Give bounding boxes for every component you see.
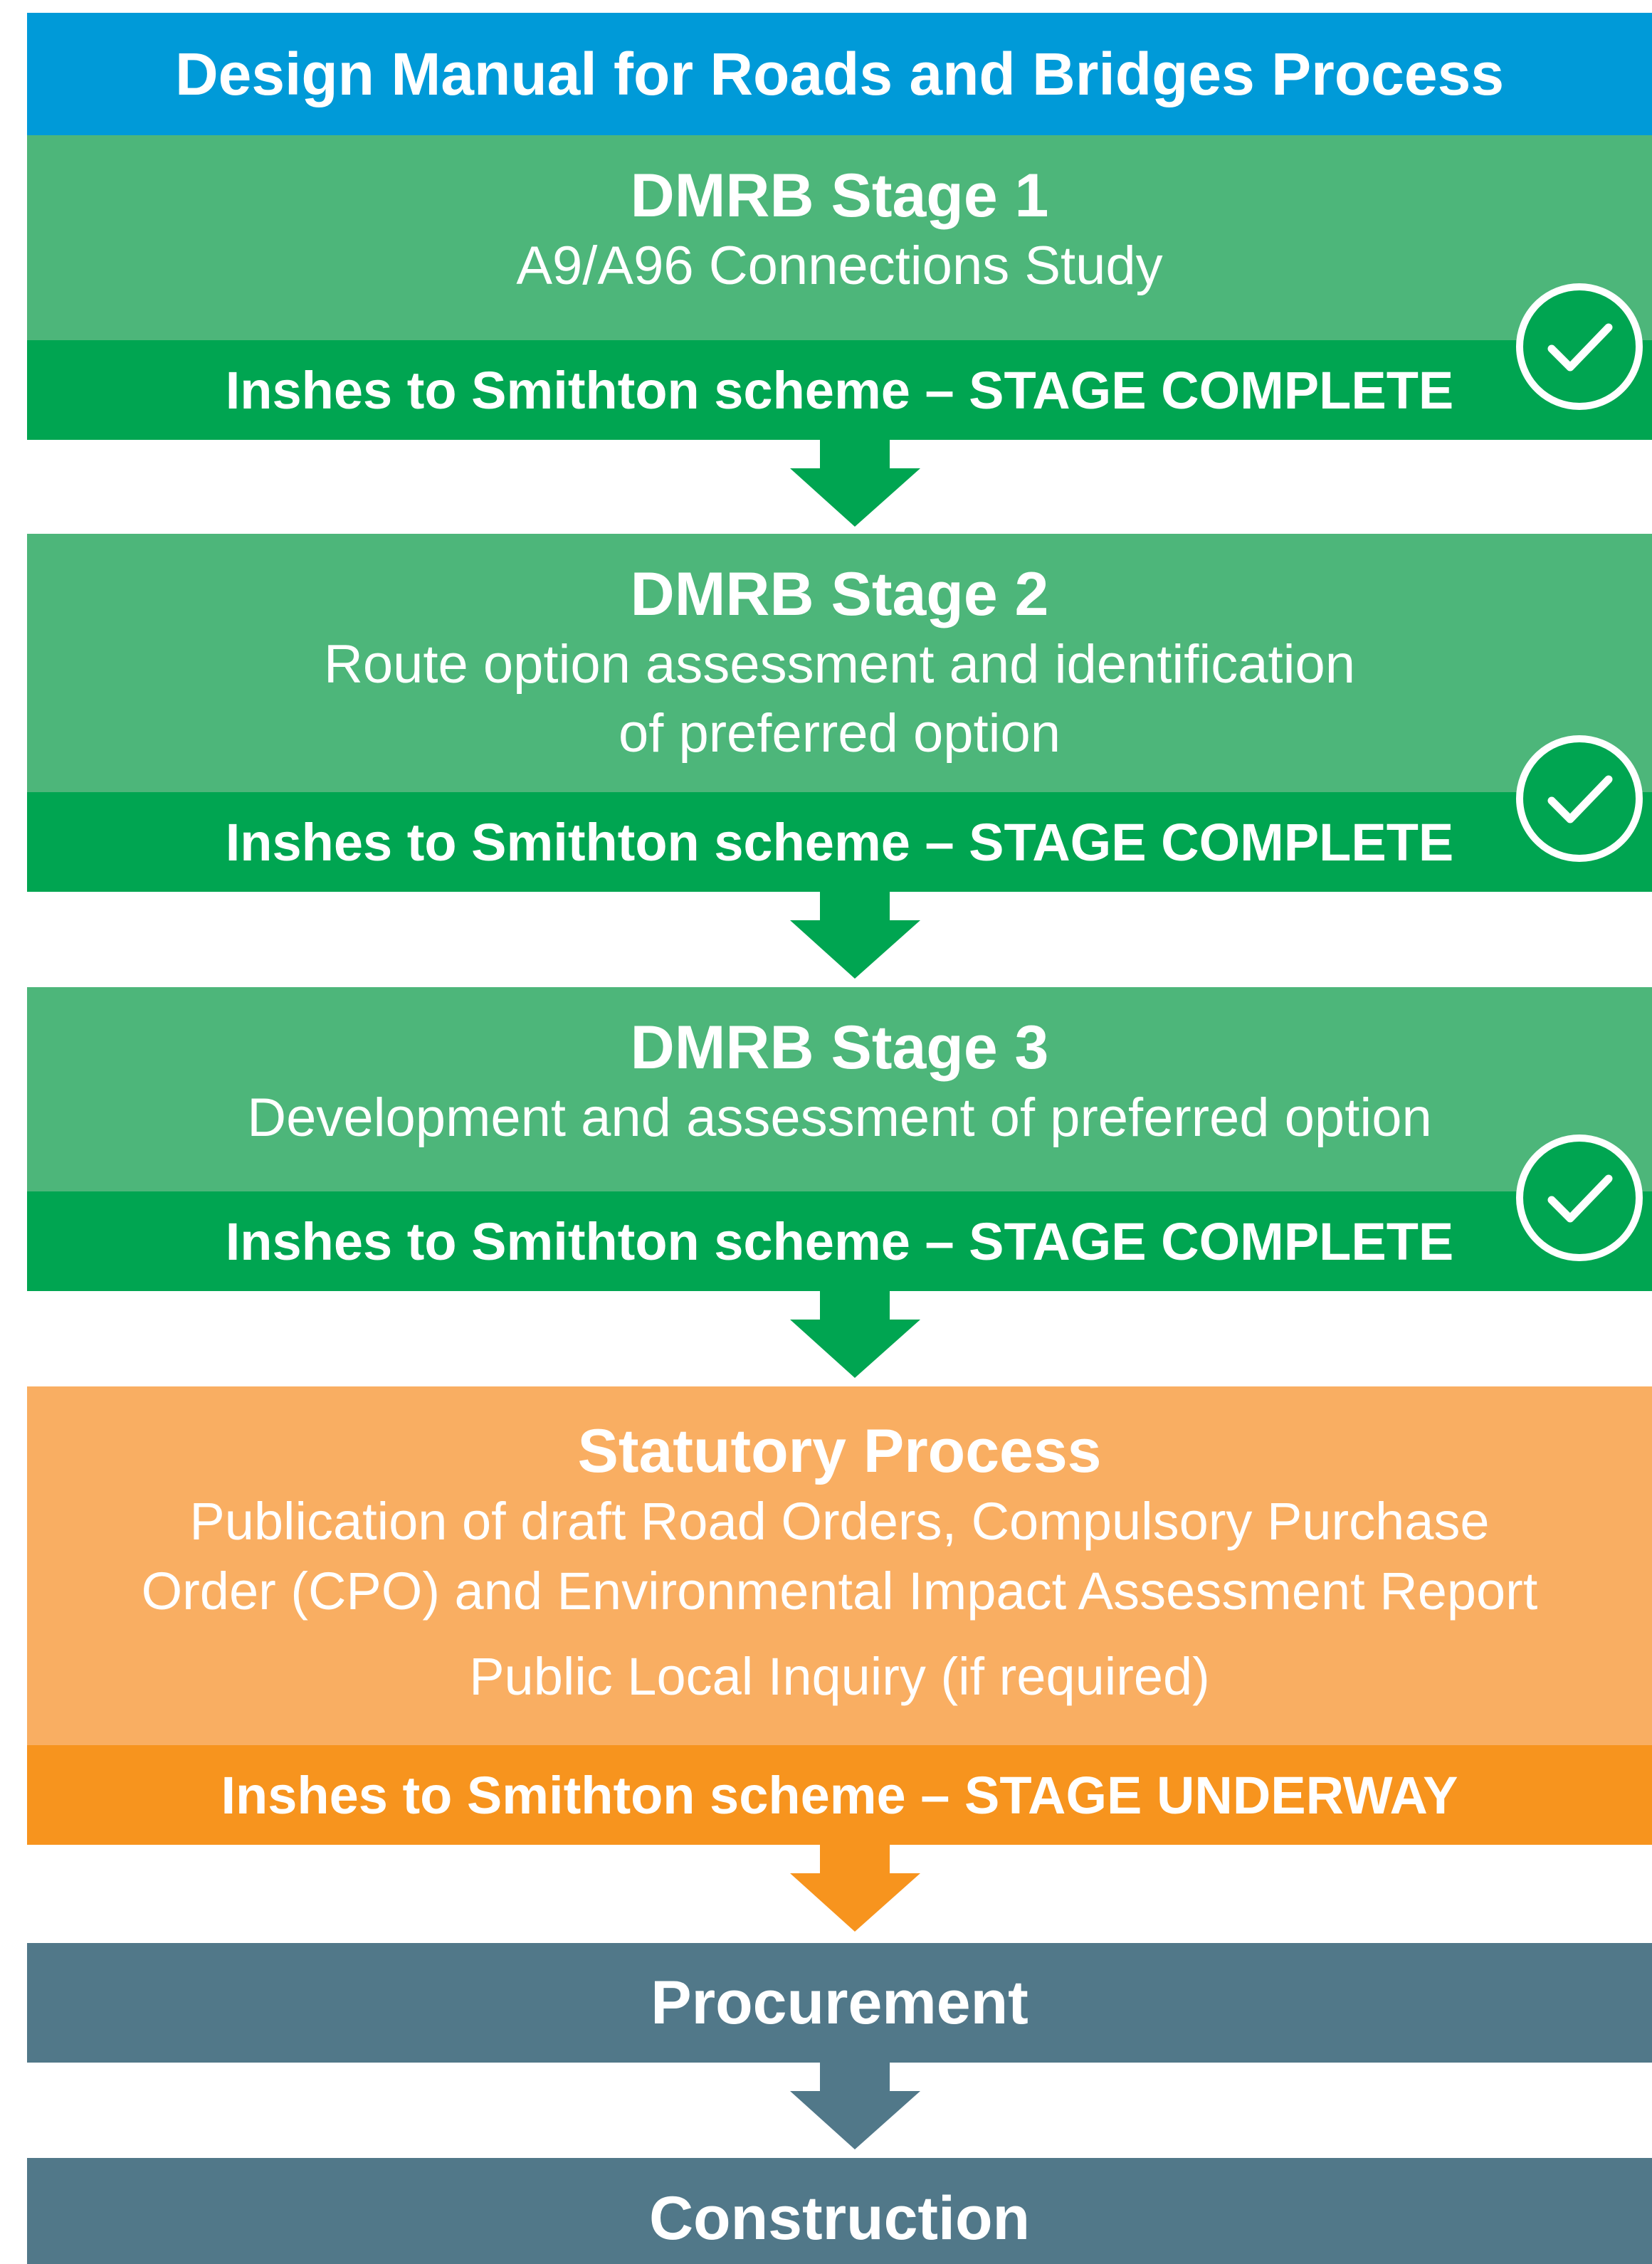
down-arrow-icon [790,440,920,527]
stage-3-description: Development and assessment of preferred … [247,1087,1432,1148]
stage-2-heading: DMRB Stage 2 [630,560,1049,628]
procurement-heading: Procurement [651,1968,1028,2037]
stage-1-box: DMRB Stage 1 A9/A96 Connections Study [27,135,1652,340]
check-circle-icon [1516,283,1643,410]
statutory-status: Inshes to Smithton scheme – STAGE UNDERW… [27,1745,1652,1845]
stage-3-heading: DMRB Stage 3 [630,1013,1049,1082]
public-inquiry-note: Public Local Inquiry (if required) [469,1647,1210,1707]
stage-1-heading: DMRB Stage 1 [630,162,1049,230]
stage-2-status: Inshes to Smithton scheme – STAGE COMPLE… [27,792,1652,892]
statutory-description-line-1: Publication of draft Road Orders, Compul… [189,1491,1490,1551]
stage-1-status-text: Inshes to Smithton scheme – STAGE COMPLE… [225,360,1454,420]
process-title: Design Manual for Roads and Bridges Proc… [174,40,1505,107]
check-circle-icon [1516,735,1643,862]
stage-1-status: Inshes to Smithton scheme – STAGE COMPLE… [27,340,1652,440]
procurement-box: Procurement [27,1943,1652,2063]
stage-1-description: A9/A96 Connections Study [516,235,1163,296]
down-arrow-icon [790,1291,920,1378]
construction-box: Construction [27,2158,1652,2264]
stage-3-box: DMRB Stage 3 Development and assessment … [27,987,1652,1191]
down-arrow-icon [790,892,920,979]
process-title-bar: Design Manual for Roads and Bridges Proc… [27,13,1652,135]
statutory-status-text: Inshes to Smithton scheme – STAGE UNDERW… [221,1765,1458,1825]
stage-2-box: DMRB Stage 2 Route option assessment and… [27,534,1652,792]
statutory-process-box: Statutory Process Publication of draft R… [27,1386,1652,1745]
statutory-process-heading: Statutory Process [577,1417,1102,1485]
construction-heading: Construction [648,2184,1031,2253]
stage-3-status-text: Inshes to Smithton scheme – STAGE COMPLE… [225,1211,1454,1271]
stage-2-status-text: Inshes to Smithton scheme – STAGE COMPLE… [225,812,1454,872]
stage-3-status: Inshes to Smithton scheme – STAGE COMPLE… [27,1191,1652,1291]
down-arrow-icon [790,1845,920,1932]
down-arrow-icon [790,2063,920,2149]
check-circle-icon [1516,1134,1643,1261]
stage-2-description-line-2: of preferred option [618,703,1061,764]
statutory-description-line-2: Order (CPO) and Environmental Impact Ass… [141,1561,1538,1621]
stage-2-description-line-1: Route option assessment and identificati… [323,633,1356,695]
